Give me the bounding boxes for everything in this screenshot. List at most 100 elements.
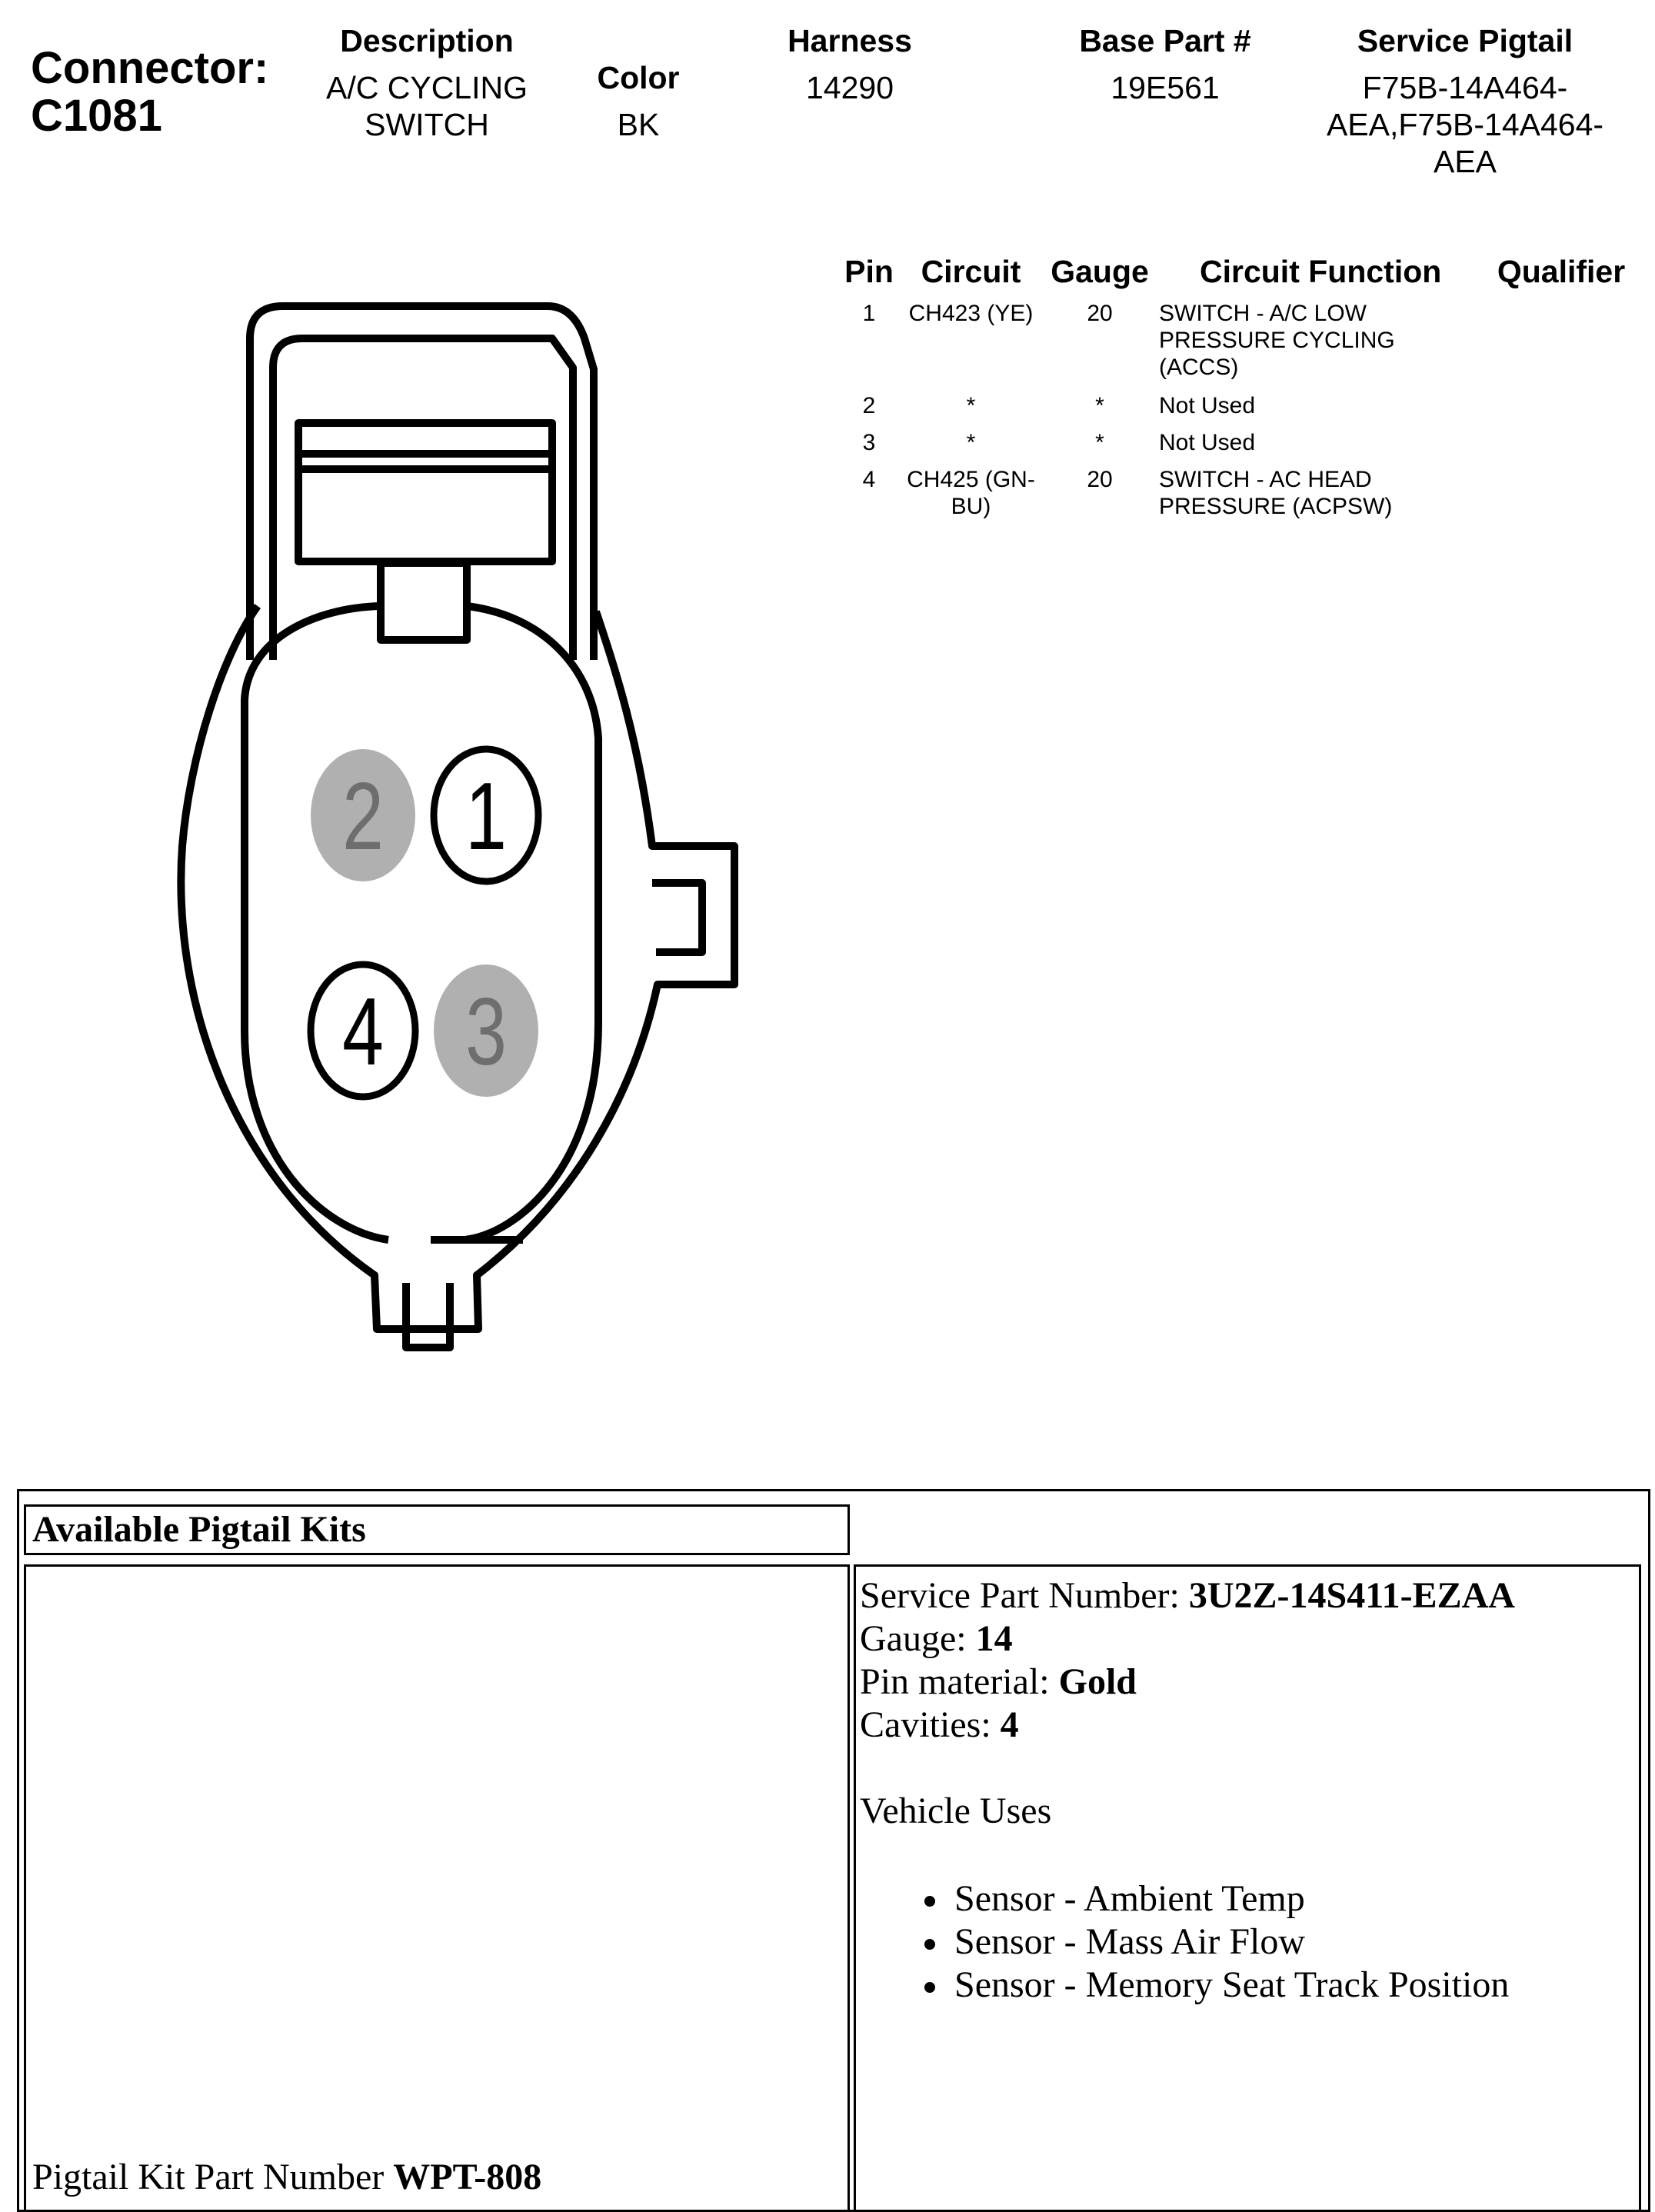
qualifier-header: Qualifier	[1497, 254, 1626, 289]
circuit-line: CH425 (GN-	[907, 467, 1035, 492]
pin-cavity-2: 2	[311, 749, 415, 881]
pin-number: 3	[862, 430, 876, 455]
kit-part-number: Pigtail Kit Part Number WPT-808	[32, 2156, 541, 2199]
circuit-line: *	[966, 430, 976, 455]
service-part-value: 3U2Z-14S411-EZAA	[1188, 1575, 1515, 1616]
function-cell: SWITCH - A/C LOW PRESSURE CYCLING (ACCS)	[1159, 300, 1467, 381]
connector-face-diagram: 12 34	[177, 302, 738, 1351]
pin-cavity-1: 1	[430, 745, 542, 885]
pin-cavity-4: 4	[307, 961, 419, 1101]
gauge-value: 14	[975, 1618, 1013, 1659]
latch-bar	[295, 419, 556, 565]
gauge-cell: 20	[1087, 467, 1113, 492]
harness-column: Harness 14290	[738, 22, 961, 106]
circuit-line: CH423 (YE)	[908, 301, 1034, 326]
gauge-cell: *	[1095, 430, 1104, 455]
pin-material-line: Pin material: Gold	[860, 1661, 1515, 1704]
connector-id: C1081	[31, 91, 162, 141]
service-pigtail-line-2: AEA,F75B-14A464-	[1326, 107, 1604, 142]
function-line: Not Used	[1159, 430, 1256, 455]
housing-outline	[177, 604, 738, 1333]
kit-part-label: Pigtail Kit Part Number	[32, 2157, 394, 2197]
circuit-cell: *	[900, 392, 1042, 419]
vehicle-uses-list: Sensor - Ambient Temp Sensor - Mass Air …	[860, 1877, 1515, 2007]
service-pigtail-line-3: AEA	[1433, 144, 1497, 179]
service-part-label: Service Part Number:	[860, 1575, 1189, 1616]
description-line-2: SWITCH	[365, 107, 489, 142]
pigtail-kits-title: Available Pigtail Kits	[32, 1509, 366, 1550]
kit-part-value: WPT-808	[393, 2157, 542, 2197]
vehicle-uses-title: Vehicle Uses	[860, 1791, 1052, 1831]
function-line: Not Used	[1159, 393, 1256, 418]
harness-title: Harness	[788, 23, 912, 58]
harness-value: 14290	[805, 70, 894, 105]
pin-material-value: Gold	[1058, 1661, 1137, 1702]
list-item: Sensor - Mass Air Flow	[860, 1921, 1515, 1964]
housing-key-inner	[402, 1283, 454, 1351]
pin-circle	[430, 745, 542, 885]
gauge-cell: *	[1095, 393, 1104, 418]
color-column: Color BK	[569, 58, 708, 143]
list-item: Sensor - Ambient Temp	[860, 1877, 1515, 1921]
function-line: SWITCH - AC HEAD	[1159, 467, 1372, 492]
pin-label: 4	[342, 978, 384, 1084]
color-title: Color	[597, 60, 680, 95]
color-value: BK	[617, 107, 660, 142]
gauge-header: Gauge	[1051, 254, 1149, 289]
pin-material-label: Pin material:	[860, 1661, 1059, 1702]
mating-face	[241, 602, 389, 1244]
connector-heading: Connector: C1081	[31, 45, 268, 140]
pin-label: 2	[342, 762, 384, 869]
pin-circle	[434, 964, 538, 1097]
pin-number: 2	[862, 393, 876, 418]
list-item: Sensor - Memory Seat Track Position	[860, 1964, 1515, 2007]
function-cell: SWITCH - AC HEAD PRESSURE (ACPSW)	[1159, 466, 1467, 520]
pigtail-kit-image-box: Pigtail Kit Part Number WPT-808	[24, 1564, 850, 2212]
pigtail-kits-title-box: Available Pigtail Kits	[24, 1504, 850, 1555]
circuit-function-header: Circuit Function	[1200, 254, 1442, 289]
cavities-label: Cavities:	[860, 1704, 1001, 1745]
latch-tongue	[377, 559, 471, 644]
function-line: PRESSURE (ACPSW)	[1159, 494, 1393, 519]
gauge-cell: 20	[1087, 301, 1113, 326]
pin-cavity-3: 3	[434, 964, 538, 1097]
connector-label: Connector:	[31, 43, 269, 93]
kit-details: Service Part Number: 3U2Z-14S411-EZAA Ga…	[860, 1574, 1515, 2007]
service-pigtail-column: Service Pigtail F75B-14A464- AEA,F75B-14…	[1292, 22, 1638, 180]
gauge-line: Gauge: 14	[860, 1617, 1515, 1661]
pigtail-kit-details-box: Service Part Number: 3U2Z-14S411-EZAA Ga…	[854, 1564, 1641, 2212]
circuit-header: Circuit	[921, 254, 1021, 289]
pin-label: 1	[465, 762, 507, 869]
service-part-line: Service Part Number: 3U2Z-14S411-EZAA	[860, 1574, 1515, 1617]
base-part-title: Base Part #	[1079, 23, 1251, 58]
description-line-1: A/C CYCLING	[326, 70, 528, 105]
function-line: PRESSURE CYCLING	[1159, 328, 1395, 353]
pin-header: Pin	[844, 254, 894, 289]
description-column: Description A/C CYCLING SWITCH	[304, 22, 550, 143]
mating-face	[465, 602, 602, 1244]
pin-layer: 12 34	[307, 745, 542, 1101]
pin-label: 3	[465, 978, 507, 1084]
latch-arch-outer	[246, 302, 598, 660]
cavities-line: Cavities: 4	[860, 1704, 1515, 1747]
function-cell: Not Used	[1159, 392, 1467, 419]
service-pigtail-line-1: F75B-14A464-	[1362, 70, 1568, 105]
cavities-value: 4	[1000, 1704, 1019, 1745]
circuit-line: *	[966, 393, 976, 418]
pin-number: 1	[862, 301, 876, 326]
function-line: (ACCS)	[1159, 355, 1239, 380]
circuit-cell: CH425 (GN- BU)	[900, 466, 1042, 520]
service-pigtail-title: Service Pigtail	[1357, 23, 1573, 58]
pin-circle	[307, 961, 419, 1101]
circuit-cell: CH423 (YE)	[900, 300, 1042, 327]
latch-arch-inner	[269, 335, 577, 660]
base-part-value: 19E561	[1111, 70, 1220, 105]
pin-number: 4	[862, 467, 876, 492]
description-title: Description	[340, 23, 514, 58]
gauge-label: Gauge:	[860, 1618, 976, 1659]
circuit-line: BU)	[951, 494, 991, 519]
base-part-column: Base Part # 19E561	[1046, 22, 1284, 106]
housing-tab-inner	[652, 879, 706, 956]
function-cell: Not Used	[1159, 429, 1467, 456]
circuit-cell: *	[900, 429, 1042, 456]
